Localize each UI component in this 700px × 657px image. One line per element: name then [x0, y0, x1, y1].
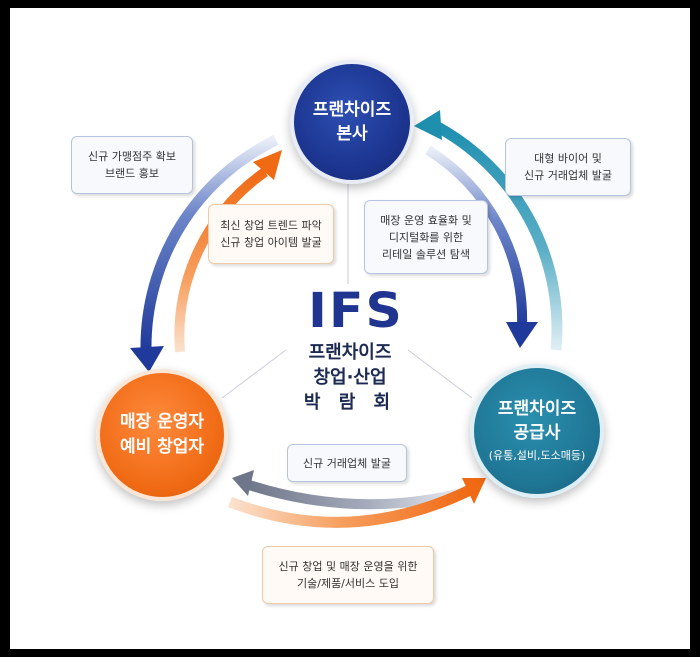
label-buyer-line2: 신규 거래업체 발굴 [524, 169, 612, 182]
label-new-store-recruit-line2: 브랜드 홍보 [104, 167, 160, 180]
label-retail-solution-line1: 매장 운영 효율화 및 [380, 213, 472, 227]
arrow-head-supplier-to-hq [414, 110, 442, 140]
arrow-head-supplier-to-operator [232, 470, 254, 496]
label-trend: 최신 창업 트렌드 파악 신규 창업 아이템 발굴 [208, 204, 334, 264]
node-franchise-hq: 프랜차이즈 본사 [290, 60, 414, 184]
label-new-store-recruit: 신규 가맹점주 확보 브랜드 홍보 [71, 136, 193, 194]
center-line3: 박 람 회 [303, 392, 397, 413]
supplier-line1: 프랜차이즈 [497, 399, 577, 419]
node-store-operator: 매장 운영자 예비 창업자 [96, 369, 228, 501]
supplier-sub: (유통,설비,도소매등) [488, 449, 586, 462]
label-new-partner: 신규 거래업체 발굴 [287, 444, 407, 482]
center-title: 프랜차이즈 창업·산업 박 람 회 [280, 340, 420, 415]
arrow-head-hq-to-operator [130, 346, 164, 372]
label-buyer-line1: 대형 바이어 및 [534, 152, 602, 165]
arrow-supplier-to-hq [429, 119, 563, 351]
arrow-head-operator-to-hq [253, 150, 282, 180]
label-buyer: 대형 바이어 및 신규 거래업체 발굴 [505, 138, 631, 196]
ifs-logo: IFS [308, 283, 404, 339]
arrow-hq-to-operator [140, 135, 279, 351]
connector-lines [221, 178, 473, 399]
label-new-partner-line1: 신규 거래업체 발굴 [303, 456, 391, 470]
label-tech-line1: 신규 창업 및 매장 운영을 위한 [278, 560, 418, 573]
label-trend-line1: 최신 창업 트렌드 파악 [220, 219, 322, 232]
node-franchise-supplier: 프랜차이즈 공급사 (유통,설비,도소매등) [470, 364, 604, 498]
label-retail-solution: 매장 운영 효율화 및 디지털화를 위한 리테일 솔루션 탐색 [364, 200, 488, 274]
center-line1: 프랜차이즈 [308, 342, 392, 363]
label-new-store-recruit-line1: 신규 가맹점주 확보 [88, 150, 176, 163]
label-trend-line2: 신규 창업 아이템 발굴 [220, 236, 322, 249]
label-tech-line2: 기술/제품/서비스 도입 [297, 577, 399, 590]
label-retail-solution-line2: 디지털화를 위한 [388, 230, 464, 244]
operator-line2: 예비 창업자 [119, 437, 205, 457]
arrow-head-hq-to-supplier [506, 322, 538, 348]
hq-line1: 프랜차이즈 [312, 100, 392, 120]
center-line2: 창업·산업 [313, 367, 387, 388]
arrow-operator-to-hq [174, 167, 268, 353]
supplier-line2: 공급사 [513, 423, 561, 443]
operator-line1: 매장 운영자 [119, 412, 205, 432]
label-tech: 신규 창업 및 매장 운영을 위한 기술/제품/서비스 도입 [262, 546, 434, 604]
arrow-operator-to-supplier [228, 485, 473, 528]
label-retail-solution-line3: 리테일 솔루션 탐색 [382, 247, 470, 261]
hq-line2: 본사 [336, 124, 368, 144]
arrow-hq-to-supplier [425, 145, 528, 327]
arrow-head-operator-to-supplier [462, 478, 486, 504]
